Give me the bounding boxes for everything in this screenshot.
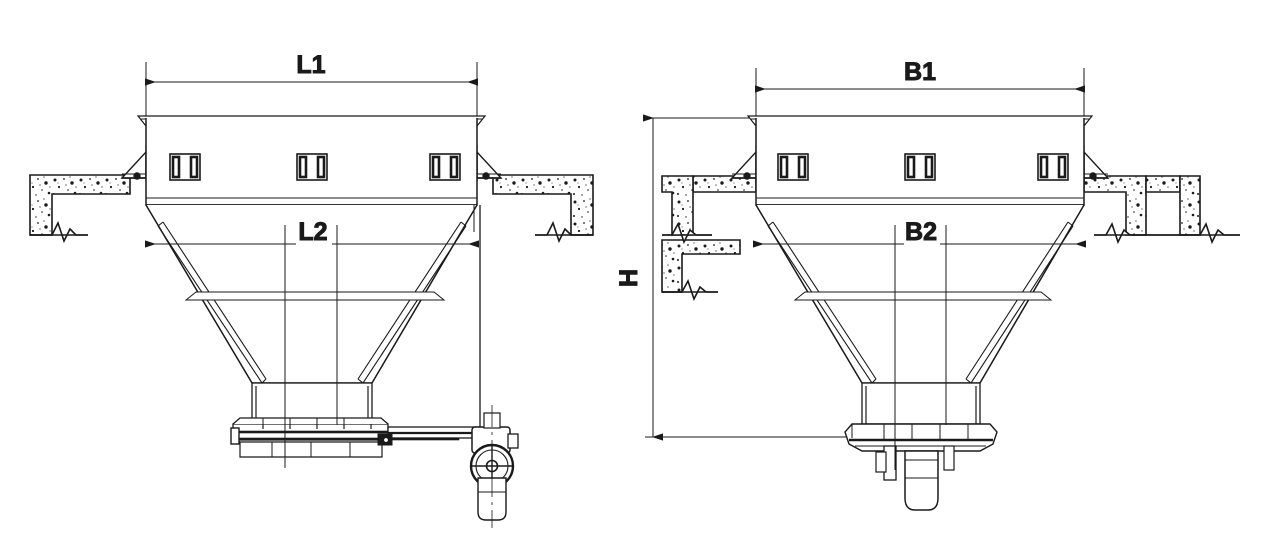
valve-actuator-rod-front xyxy=(377,426,481,446)
side-elevation-view: B1 H xyxy=(615,58,1240,511)
inspection-window-front-1 xyxy=(169,153,201,181)
inspection-window-side-1 xyxy=(777,153,809,181)
dimension-label-B1: B1 xyxy=(904,58,936,86)
dimension-label-H: H xyxy=(615,269,643,287)
concrete-support-front-left xyxy=(29,174,131,244)
dimension-H: H xyxy=(615,114,900,441)
outlet-neck-side xyxy=(861,382,981,425)
dimension-B2: B2 xyxy=(753,218,1086,250)
outlet-flange-assembly-front xyxy=(230,417,460,458)
discharge-spout-side xyxy=(875,445,955,511)
dimension-L2: L2 xyxy=(145,218,479,250)
concrete-support-side-left xyxy=(661,175,757,302)
outlet-flange-assembly-side xyxy=(844,423,998,452)
front-view-right-rail xyxy=(473,205,481,440)
inspection-window-side-3 xyxy=(1037,153,1069,181)
concrete-support-side-right xyxy=(1083,175,1240,245)
front-elevation-view: L1 xyxy=(29,51,594,528)
outlet-neck-front xyxy=(251,382,373,423)
dimension-L1: L1 xyxy=(145,51,478,130)
inspection-window-side-2 xyxy=(904,153,936,181)
dimension-label-B2: B2 xyxy=(905,218,937,246)
discharge-valve-handwheel-front xyxy=(469,405,519,528)
inspection-window-front-3 xyxy=(429,153,461,181)
inspection-window-front-2 xyxy=(296,153,328,181)
side-view-centerlines xyxy=(894,225,947,470)
cone-stiffener-band-front xyxy=(184,291,446,301)
concrete-support-front-right xyxy=(492,174,594,244)
dimension-label-L1: L1 xyxy=(296,51,325,79)
dimension-label-L2: L2 xyxy=(298,218,327,246)
front-view-centerlines xyxy=(284,225,338,468)
cone-stiffener-band-side xyxy=(793,291,1053,301)
